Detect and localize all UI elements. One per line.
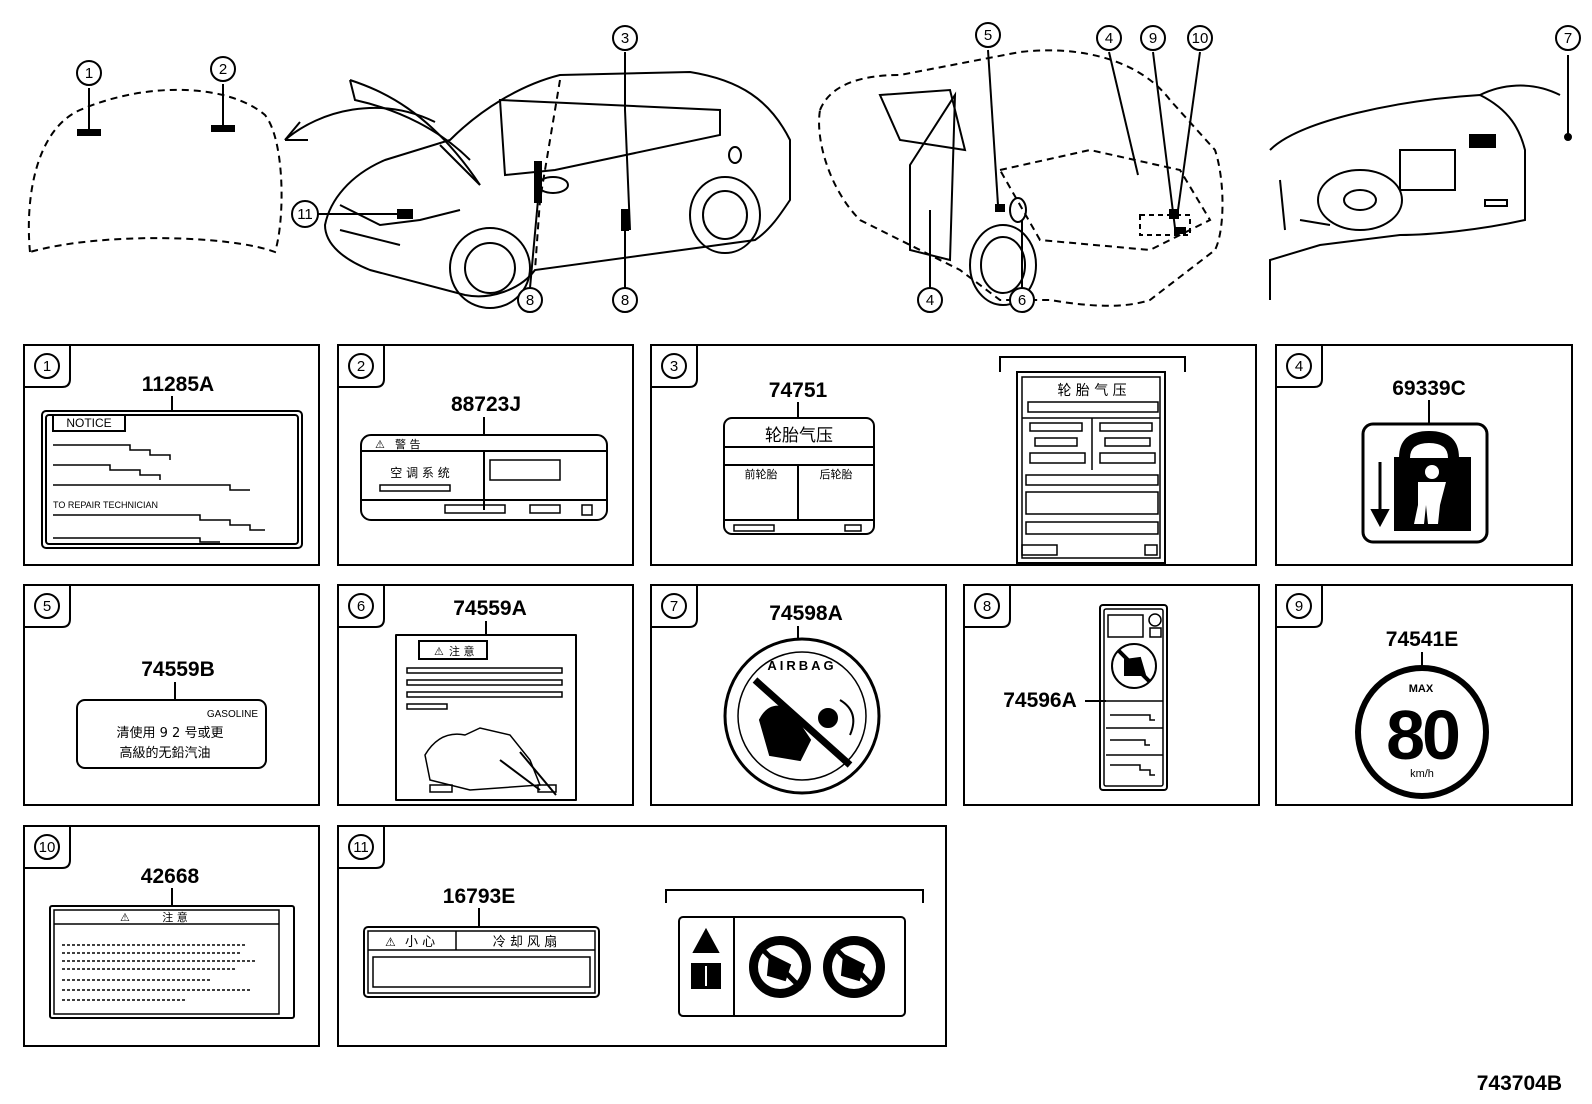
warn-text: 警 告 (395, 437, 421, 451)
svg-text:⚠: ⚠ (385, 935, 396, 949)
callout-8b[interactable]: 8 (612, 287, 638, 313)
front-tire-text: 前轮胎 (745, 467, 778, 481)
callout-7[interactable]: 7 (1555, 25, 1581, 51)
tire-title: 轮胎气压 (765, 426, 833, 446)
callout-6[interactable]: 6 (1009, 287, 1035, 313)
part-number: 74559B (141, 658, 215, 681)
speed-limit-text: 80 (1386, 696, 1459, 774)
panel-8 (963, 584, 1260, 806)
panel-5 (23, 584, 320, 806)
callout-11[interactable]: 11 (291, 200, 319, 228)
callout-label: 6 (1018, 292, 1026, 309)
part-number: 74751 (769, 379, 828, 402)
warning-triangle-icon (692, 927, 720, 953)
callout-5[interactable]: 5 (975, 22, 1001, 48)
callout-label: 10 (1192, 30, 1209, 47)
panel-number: 9 (1295, 598, 1303, 615)
callout-label: 3 (621, 30, 629, 47)
panel-3 (650, 344, 1257, 566)
part-number: 16793E (443, 885, 515, 908)
panel-2 (337, 344, 634, 566)
panel-number: 10 (39, 839, 56, 856)
callout-4[interactable]: 4 (1096, 25, 1122, 51)
callout-10[interactable]: 10 (1187, 25, 1213, 51)
no-hand-fan-icon (749, 936, 811, 998)
panel-9 (1275, 584, 1573, 806)
panel-number: 8 (983, 598, 991, 615)
callout-label: 9 (1149, 30, 1157, 47)
callout-label: 8 (621, 292, 629, 309)
gasoline-text: GASOLINE (207, 709, 258, 720)
callout-label: 8 (526, 292, 534, 309)
callout-label: 5 (984, 27, 992, 44)
airbag-illustration (424, 727, 542, 791)
callout-label: 4 (926, 292, 934, 309)
panel-number: 2 (357, 358, 365, 375)
part-number: 42668 (141, 865, 200, 888)
panel-number: 11 (353, 839, 369, 856)
callout-label: 2 (219, 61, 227, 78)
part-number: 74598A (769, 602, 843, 625)
panel-number: 4 (1295, 358, 1303, 375)
system-text: 空 调 系 统 (390, 466, 449, 480)
part-number: 88723J (451, 393, 521, 416)
warn-text: 注 意 (449, 644, 475, 658)
callout-9[interactable]: 9 (1140, 25, 1166, 51)
front-car-illustration: 11 8 8 3 (291, 25, 791, 313)
callout-8a[interactable]: 8 (517, 287, 543, 313)
cooling-fan-text: 冷 却 风 扇 (493, 934, 557, 950)
part-number: 74596A (1003, 689, 1077, 712)
no-child-seat-icon (752, 677, 855, 768)
dashboard-illustration: 7 (1269, 25, 1581, 300)
caution-text: 小 心 (405, 935, 435, 950)
notice-text: NOTICE (66, 416, 111, 430)
fuel-line-2: 高級的无鉛汽油 (119, 745, 210, 761)
callout-label: 7 (1564, 30, 1572, 47)
panel-number: 6 (357, 598, 365, 615)
part-number: 74541E (1386, 628, 1458, 651)
hood-illustration: 1 2 (27, 56, 283, 254)
callout-2[interactable]: 2 (210, 56, 236, 82)
callout-4b[interactable]: 4 (917, 287, 943, 313)
airbag-ring-text: AIRBAG (767, 658, 836, 673)
callout-3[interactable]: 3 (612, 25, 638, 51)
part-number: 11285A (142, 373, 214, 396)
rear-tire-text: 后轮胎 (820, 467, 853, 481)
warn-text: 注 意 (162, 910, 188, 924)
tire-title-2: 轮 胎 气 压 (1057, 383, 1126, 399)
svg-text:⚠: ⚠ (434, 645, 444, 658)
panel-4 (1275, 344, 1573, 566)
panel-7 (650, 584, 947, 806)
part-number: 69339C (1392, 377, 1466, 400)
svg-text:⚠: ⚠ (120, 911, 130, 924)
callout-label: 11 (297, 206, 313, 223)
panel-number: 5 (43, 598, 51, 615)
rear-car-illustration: 5 4 9 10 4 6 (818, 22, 1224, 313)
panel-11 (337, 825, 947, 1047)
max-text: MAX (1409, 683, 1434, 695)
panel-6 (337, 584, 634, 806)
panel-number: 7 (670, 598, 678, 615)
diagram-code: 743704B (1477, 1072, 1562, 1095)
label-text: TO REPAIR TECHNICIAN (53, 500, 158, 510)
svg-text:⚠: ⚠ (375, 438, 385, 451)
fuel-line-1: 清使用 9 2 号或更 (117, 725, 224, 741)
callout-1[interactable]: 1 (76, 60, 102, 86)
callout-label: 4 (1105, 30, 1113, 47)
speed-unit-text: km/h (1410, 768, 1434, 780)
part-number: 74559A (453, 597, 527, 620)
panel-1 (23, 344, 320, 566)
panel-number: 1 (43, 358, 51, 375)
callout-label: 1 (85, 65, 93, 82)
panel-10 (23, 825, 320, 1047)
no-hand-fan-icon (823, 936, 885, 998)
panel-number: 3 (670, 358, 678, 375)
